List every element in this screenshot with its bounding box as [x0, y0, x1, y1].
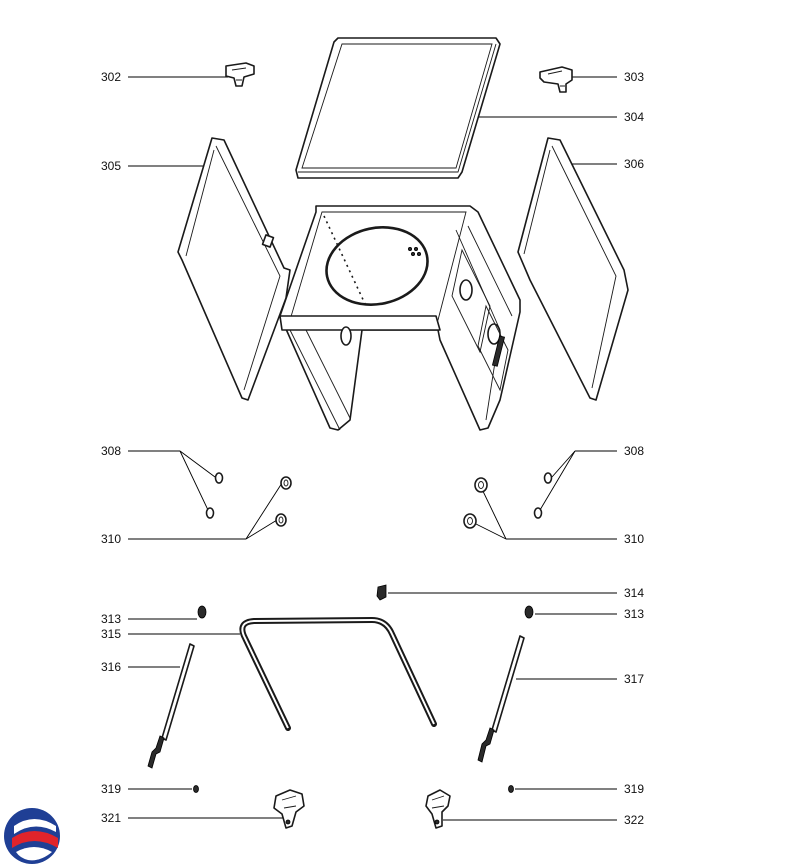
- part-305-side-panel: [177, 137, 291, 401]
- label-302: 302: [101, 70, 121, 84]
- part-310-left-bushings: [275, 476, 292, 527]
- label-308-left: 308: [101, 444, 121, 458]
- label-319-left: 319: [101, 782, 121, 796]
- label-314: 314: [624, 586, 644, 600]
- label-306: 306: [624, 157, 644, 171]
- label-305: 305: [101, 159, 121, 173]
- part-319-left-pin: [193, 785, 199, 793]
- part-322-hinge: [425, 789, 451, 829]
- label-313-left: 313: [101, 612, 121, 626]
- part-310-right-bushings: [463, 477, 488, 529]
- part-316-left-strut: [147, 643, 195, 769]
- part-315-door-seal: [239, 617, 437, 731]
- part-308-right-nuts: [533, 472, 553, 519]
- label-322: 322: [624, 813, 644, 827]
- label-308-right: 308: [624, 444, 644, 458]
- part-319-right-pin: [508, 785, 514, 793]
- part-313-left-cap: [197, 605, 207, 619]
- part-304-top-panel: [295, 37, 501, 179]
- part-308-left-nuts: [205, 472, 224, 519]
- label-303: 303: [624, 70, 644, 84]
- part-313-right-cap: [524, 605, 534, 619]
- brand-logo-icon: [4, 808, 60, 864]
- leader-lines: [128, 76, 617, 821]
- label-310-left: 310: [101, 532, 121, 546]
- label-315: 315: [101, 627, 121, 641]
- label-304: 304: [624, 110, 644, 124]
- part-labels: 302 303 304 305 306 308 308 310 310 314 …: [101, 70, 644, 827]
- part-cabinet-frame: [279, 205, 521, 431]
- label-319-right: 319: [624, 782, 644, 796]
- label-321: 321: [101, 811, 121, 825]
- part-306-side-panel: [517, 137, 629, 401]
- part-303-bracket: [539, 66, 573, 93]
- label-310-right: 310: [624, 532, 644, 546]
- part-314-clip: [376, 584, 387, 601]
- part-317-right-strut: [477, 635, 525, 763]
- label-313-right: 313: [624, 607, 644, 621]
- part-321-hinge: [273, 789, 305, 829]
- label-317: 317: [624, 672, 644, 686]
- part-302-bracket: [225, 62, 255, 87]
- label-316: 316: [101, 660, 121, 674]
